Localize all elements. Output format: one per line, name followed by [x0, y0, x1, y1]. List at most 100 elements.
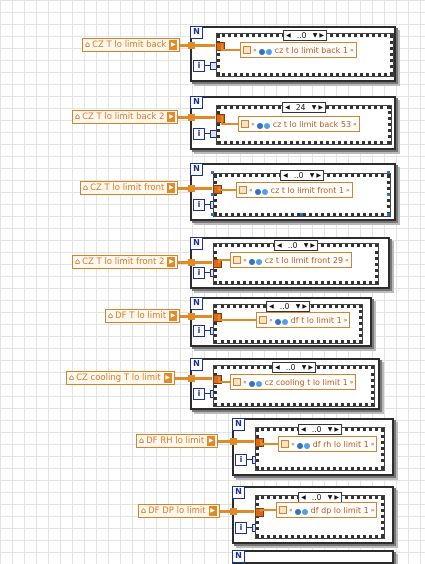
loop-count-terminal[interactable]: N [232, 418, 245, 431]
prev-case-icon[interactable]: ◀ [301, 426, 306, 433]
ref-out-icon: » [370, 440, 375, 448]
output-arrow-icon: ▶ [167, 257, 176, 267]
case-selector-terminal [255, 508, 264, 517]
property-node[interactable]: «df t lo limit 1» [256, 312, 351, 328]
selection-handle[interactable] [387, 193, 390, 196]
case-selector[interactable]: ◀..0▼▶ [266, 301, 310, 312]
case-selector-terminal [213, 259, 222, 268]
control-terminal[interactable]: ⌂DF RH lo limit▶ [136, 434, 219, 448]
prev-case-icon[interactable]: ◀ [286, 32, 291, 39]
people-icon [258, 45, 273, 55]
selection-handle[interactable] [300, 213, 303, 216]
dropdown-icon[interactable]: ▼ [312, 32, 318, 39]
index-wire [204, 133, 210, 134]
dropdown-icon[interactable]: ▼ [303, 242, 309, 249]
ref-in-icon: « [253, 46, 257, 54]
people-icon [274, 315, 289, 325]
property-node[interactable]: «df dp lo limit 1» [276, 502, 378, 518]
property-node[interactable]: «cz cooling t lo limit 1» [230, 374, 357, 390]
property-node[interactable]: «cz t lo limit front 29» [230, 252, 352, 268]
case-selector[interactable]: ◀ ..0 ▼▶ [272, 362, 316, 373]
node-wire [221, 123, 238, 125]
control-wire [178, 116, 188, 119]
person-icon [296, 443, 303, 449]
case-selector[interactable]: ◀..0▼▶ [298, 424, 342, 435]
selection-handle[interactable] [211, 193, 214, 196]
person-icon [301, 509, 308, 515]
next-case-icon[interactable]: ▶ [316, 172, 321, 179]
reference-input-terminal [239, 186, 247, 194]
index-wire [204, 330, 210, 331]
control-terminal[interactable]: ⌂CZ T lo limit back 2▶ [72, 110, 179, 124]
node-wire [218, 381, 230, 383]
prev-case-icon[interactable]: ◀ [301, 494, 306, 501]
next-case-icon[interactable]: ▶ [319, 32, 324, 39]
loop-index-terminal: i [193, 128, 205, 140]
home-icon: ⌂ [108, 311, 114, 320]
prev-case-icon[interactable]: ◀ [277, 242, 282, 249]
dropdown-icon[interactable]: ▼ [295, 303, 301, 310]
control-terminal[interactable]: ⌂DF DP lo limit▶ [138, 504, 220, 518]
next-case-icon[interactable]: ▶ [334, 494, 339, 501]
selection-handle[interactable] [211, 171, 214, 174]
prev-case-icon[interactable]: ◀ [275, 364, 280, 371]
output-arrow-icon: ▶ [208, 506, 217, 516]
case-selector[interactable]: ◀24▼▶ [282, 102, 326, 113]
control-wire [180, 44, 188, 47]
property-node[interactable]: «cz t lo limit back 53» [238, 116, 360, 132]
control-label: CZ T lo limit front 2 [82, 257, 165, 267]
case-selector-value: ..0 [285, 363, 296, 372]
control-terminal[interactable]: ⌂DF T lo limit▶ [105, 309, 181, 323]
ref-out-icon: » [370, 506, 375, 514]
for-loop-partial[interactable]: N [232, 550, 394, 564]
selection-handle[interactable] [387, 171, 390, 174]
control-terminal[interactable]: ⌂CZ T lo limit front 2▶ [72, 255, 179, 269]
dropdown-icon[interactable]: ▼ [301, 364, 307, 371]
prev-case-icon[interactable]: ◀ [283, 172, 288, 179]
prev-case-icon[interactable]: ◀ [285, 104, 290, 111]
case-selector[interactable]: ◀..0▼▶ [283, 30, 327, 41]
dropdown-icon[interactable]: ▼ [327, 426, 333, 433]
dropdown-icon[interactable]: ▼ [309, 172, 315, 179]
case-selector-terminal [216, 42, 225, 51]
loop-count-terminal[interactable]: N [190, 26, 203, 39]
next-case-icon[interactable]: ▶ [310, 242, 315, 249]
person-icon [274, 319, 281, 325]
property-label: cz t lo limit front 29 [264, 255, 344, 265]
next-case-icon[interactable]: ▶ [334, 426, 339, 433]
selection-handle[interactable] [211, 213, 214, 216]
reference-input-terminal [233, 256, 241, 264]
control-terminal[interactable]: ⌂CZ T lo limit front▶ [80, 181, 179, 195]
next-case-icon[interactable]: ▶ [308, 364, 313, 371]
property-node[interactable]: «df rh lo limit 1» [278, 436, 378, 452]
node-wire [218, 189, 236, 191]
loop-count-terminal[interactable]: N [190, 237, 203, 250]
property-node[interactable]: «cz t lo limit back 1» [240, 42, 357, 58]
loop-count-terminal[interactable]: N [190, 163, 203, 176]
people-icon [294, 505, 309, 515]
case-selector[interactable]: ◀..0▼▶ [274, 240, 318, 251]
ref-in-icon: « [269, 316, 273, 324]
control-terminal[interactable]: ⌂CZ T lo limit back▶ [82, 38, 181, 52]
property-node[interactable]: «cz t lo limit front 1» [236, 182, 353, 198]
control-terminal[interactable]: ⌂CZ cooling T lo limit▶ [66, 371, 175, 385]
selection-handle[interactable] [387, 213, 390, 216]
case-wire [260, 440, 262, 445]
index-wire [204, 65, 210, 66]
loop-count-terminal[interactable]: N [232, 550, 245, 563]
loop-count-terminal[interactable]: N [190, 297, 203, 310]
case-selector[interactable]: ◀..0▼▶ [280, 170, 324, 181]
case-wire [218, 259, 220, 263]
loop-count-terminal[interactable]: N [190, 358, 203, 371]
dropdown-icon[interactable]: ▼ [327, 494, 333, 501]
next-case-icon[interactable]: ▶ [302, 303, 307, 310]
loop-index-terminal: i [193, 60, 205, 72]
control-wire [220, 510, 230, 513]
people-icon [296, 439, 311, 449]
loop-count-terminal[interactable]: N [232, 486, 245, 499]
home-icon: ⌂ [85, 40, 91, 49]
dropdown-icon[interactable]: ▼ [311, 104, 317, 111]
prev-case-icon[interactable]: ◀ [269, 303, 274, 310]
next-case-icon[interactable]: ▶ [318, 104, 323, 111]
loop-count-terminal[interactable]: N [190, 96, 203, 109]
